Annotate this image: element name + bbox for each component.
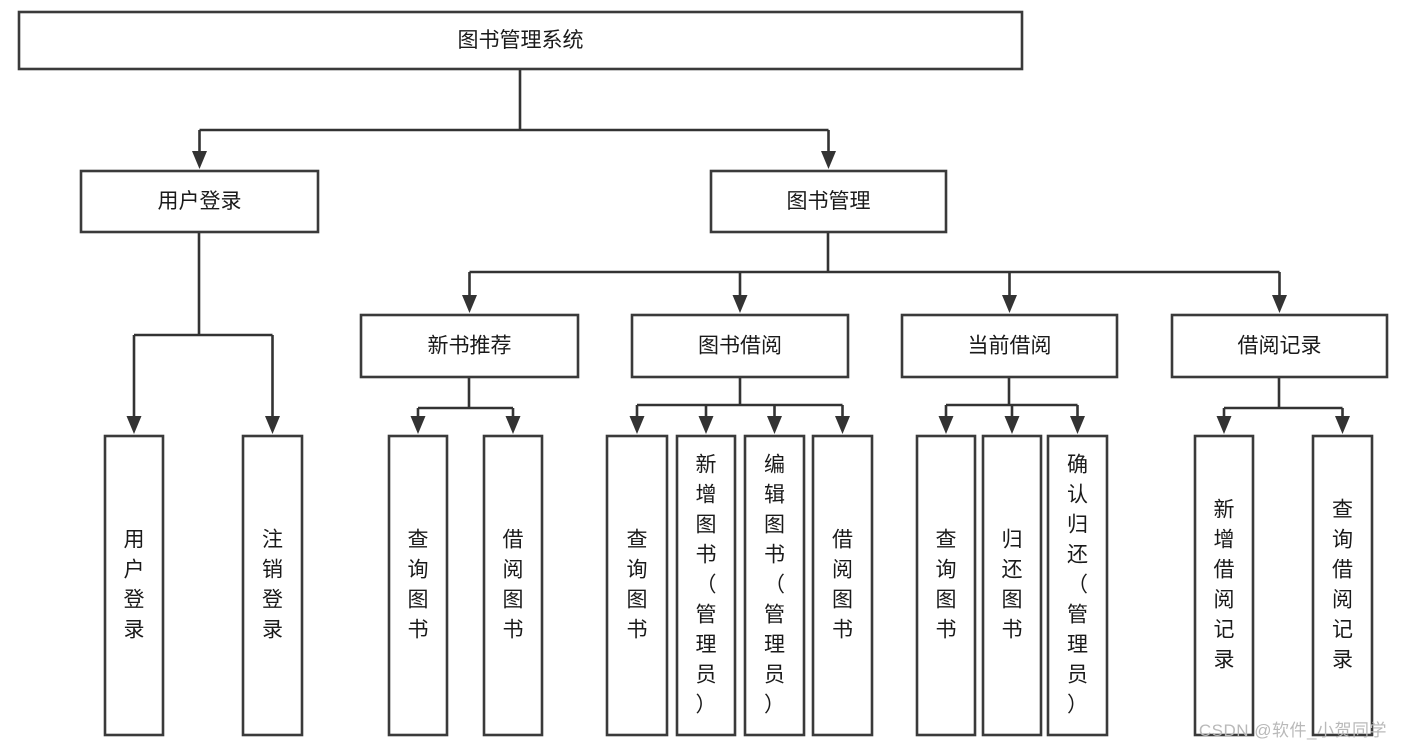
node-user-login[interactable]: 用户登录 <box>79 169 320 234</box>
node-box[interactable] <box>811 434 874 737</box>
node-box[interactable] <box>605 434 669 737</box>
node-label: 图书管理系统 <box>458 29 584 52</box>
connector-group-root <box>192 69 836 169</box>
node-borrow-record[interactable]: 借阅记录 <box>1170 313 1389 379</box>
node-label: 归还图书 <box>1002 528 1023 641</box>
node-leaf-query-book-1[interactable]: 查询图书 <box>387 434 449 737</box>
arrow-head-icon <box>126 416 142 434</box>
node-label: 查询图书 <box>936 528 957 641</box>
arrow-head-icon <box>1002 295 1017 313</box>
arrow-head-icon <box>938 416 954 434</box>
node-box[interactable] <box>675 434 737 737</box>
connector-layer <box>126 69 1350 434</box>
node-box[interactable] <box>743 434 806 737</box>
node-label: 注销登录 <box>262 528 283 641</box>
node-box[interactable] <box>359 313 580 379</box>
node-box[interactable] <box>79 169 320 234</box>
node-book-borrow[interactable]: 图书借阅 <box>630 313 850 379</box>
node-label: 新增借阅记录 <box>1214 498 1235 671</box>
node-leaf-query-book-2[interactable]: 查询图书 <box>605 434 669 737</box>
node-layer: 图书管理系统用户登录图书管理新书推荐图书借阅当前借阅借阅记录用户登录注销登录查询… <box>17 10 1389 737</box>
node-box[interactable] <box>1193 434 1255 737</box>
node-label: 用户登录 <box>158 190 242 213</box>
node-label: 借阅图书 <box>503 528 524 641</box>
node-label: 借阅记录 <box>1238 335 1322 358</box>
connector-group-book-borrow <box>629 377 850 434</box>
node-label: 查询图书 <box>627 528 648 641</box>
node-box[interactable] <box>103 434 165 737</box>
arrow-head-icon <box>410 416 426 434</box>
node-box[interactable] <box>915 434 977 737</box>
arrow-head-icon <box>1335 416 1350 434</box>
node-label: 查询图书 <box>408 528 429 641</box>
node-label: 查询借阅记录 <box>1332 498 1353 671</box>
node-leaf-confirm-return[interactable]: 确认归还（管理员） <box>1046 434 1109 737</box>
node-label: 借阅图书 <box>832 528 853 641</box>
node-label: 确认归还（管理员） <box>1067 453 1088 716</box>
arrow-head-icon <box>767 416 782 434</box>
node-label: 当前借阅 <box>968 335 1052 358</box>
node-label: 图书借阅 <box>698 335 782 358</box>
node-leaf-borrow-book-1[interactable]: 借阅图书 <box>482 434 544 737</box>
arrow-head-icon <box>462 295 477 313</box>
node-label: 编辑图书（管理员） <box>764 453 785 716</box>
arrow-head-icon <box>821 151 836 169</box>
arrow-head-icon <box>835 416 850 434</box>
node-leaf-query-record[interactable]: 查询借阅记录 <box>1311 434 1374 737</box>
node-leaf-edit-book[interactable]: 编辑图书（管理员） <box>743 434 806 737</box>
node-box[interactable] <box>387 434 449 737</box>
connector-group-new-book-rec <box>410 377 521 434</box>
arrow-head-icon <box>698 416 714 434</box>
node-box[interactable] <box>709 169 948 234</box>
node-label: 新书推荐 <box>428 335 512 358</box>
node-box[interactable] <box>482 434 544 737</box>
node-book-manage[interactable]: 图书管理 <box>709 169 948 234</box>
node-new-book-rec[interactable]: 新书推荐 <box>359 313 580 379</box>
node-box[interactable] <box>630 313 850 379</box>
node-box[interactable] <box>981 434 1043 737</box>
node-leaf-user-login[interactable]: 用户登录 <box>103 434 165 737</box>
node-leaf-add-record[interactable]: 新增借阅记录 <box>1193 434 1255 737</box>
node-box[interactable] <box>1170 313 1389 379</box>
node-label: 新增图书（管理员） <box>696 453 717 716</box>
arrow-head-icon <box>505 416 521 434</box>
connector-group-borrow-record <box>1216 377 1350 434</box>
connector-group-user-login <box>126 232 280 434</box>
connector-group-book-manage <box>462 232 1287 313</box>
node-box[interactable] <box>900 313 1119 379</box>
arrow-head-icon <box>192 151 207 169</box>
node-box[interactable] <box>1046 434 1109 737</box>
arrow-head-icon <box>1004 416 1020 434</box>
node-label: 图书管理 <box>787 190 871 213</box>
node-current-borrow[interactable]: 当前借阅 <box>900 313 1119 379</box>
arrow-head-icon <box>732 295 748 313</box>
node-leaf-query-book-3[interactable]: 查询图书 <box>915 434 977 737</box>
node-leaf-add-book[interactable]: 新增图书（管理员） <box>675 434 737 737</box>
arrow-head-icon <box>1216 416 1232 434</box>
node-box[interactable] <box>241 434 304 737</box>
node-box[interactable] <box>17 10 1024 71</box>
node-label: 用户登录 <box>124 528 145 641</box>
node-root[interactable]: 图书管理系统 <box>17 10 1024 71</box>
arrow-head-icon <box>265 416 280 434</box>
arrow-head-icon <box>1272 295 1287 313</box>
node-box[interactable] <box>1311 434 1374 737</box>
node-leaf-logout[interactable]: 注销登录 <box>241 434 304 737</box>
arrow-head-icon <box>629 416 645 434</box>
node-leaf-borrow-book-2[interactable]: 借阅图书 <box>811 434 874 737</box>
connector-group-current-borrow <box>938 377 1085 434</box>
node-leaf-return-book[interactable]: 归还图书 <box>981 434 1043 737</box>
arrow-head-icon <box>1070 416 1085 434</box>
